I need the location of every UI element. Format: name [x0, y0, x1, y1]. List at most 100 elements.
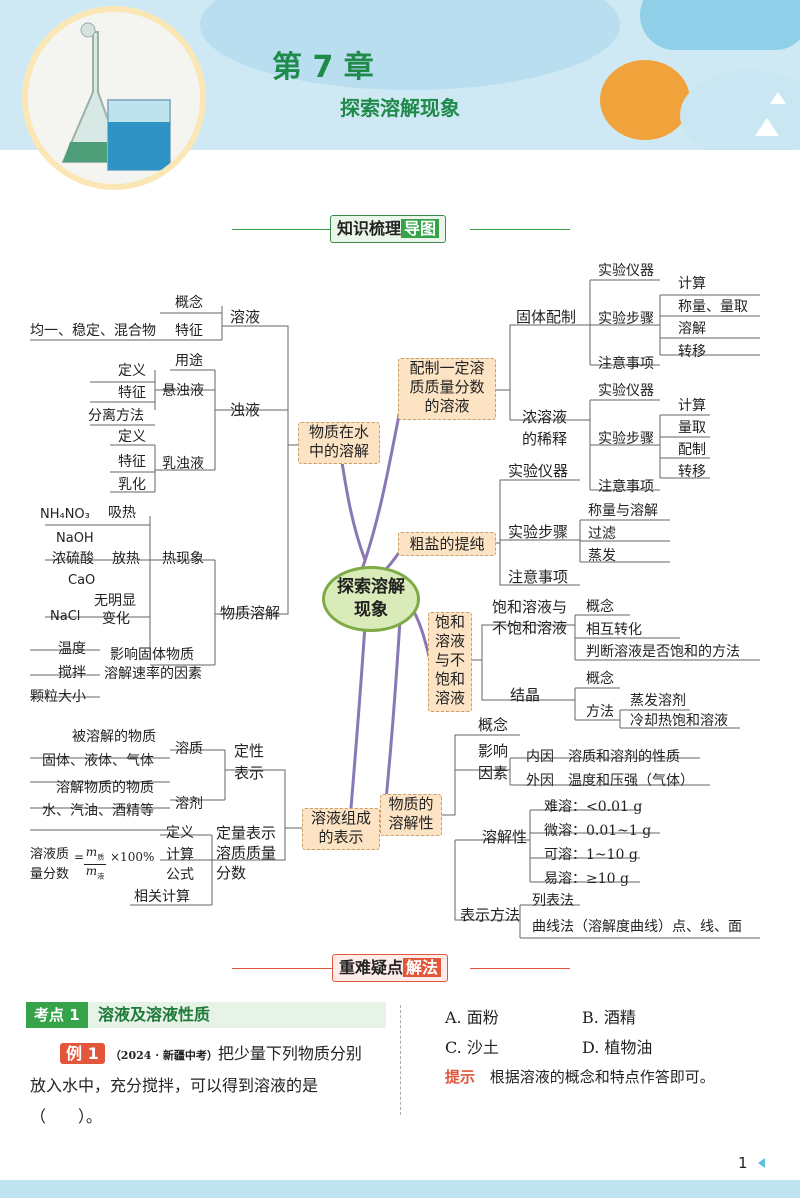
hub-saturated: 饱和 溶液 与不 饱和 溶液: [428, 612, 472, 712]
hub-composition: 溶液组成 的表示: [302, 808, 380, 850]
hub-dissolve-in-water: 物质在水 中的溶解: [298, 422, 380, 464]
node-quant-2: 溶质质量: [216, 844, 277, 862]
node-heat: 热现象: [162, 551, 204, 567]
section2-title-highlight: 解法: [403, 958, 442, 977]
kaodian-bar: 考点 1 溶液及溶液性质: [26, 1002, 386, 1028]
hub-line-4: 饱和: [434, 670, 465, 688]
mid-step-1: 称量与溶解: [588, 503, 658, 519]
node-express: 表示方法: [460, 906, 521, 924]
express-item-2: 曲线法（溶解度曲线）点、线、面: [532, 919, 742, 935]
page-number: 1: [738, 1154, 748, 1172]
solvent-desc-2: 水、汽油、酒精等: [42, 803, 154, 819]
option-b[interactable]: B. 酒精: [582, 1008, 636, 1027]
formula-num: m: [85, 845, 98, 859]
section-title-highlight: 导图: [401, 219, 440, 238]
step-dilute-2: 量取: [678, 420, 706, 436]
node-inner: 内因: [526, 749, 554, 765]
sol-item-2: 微溶：0.01~1 g: [544, 823, 652, 839]
mid-step-2: 过滤: [588, 526, 616, 542]
hub-line-1: 溶液组成: [310, 809, 371, 827]
dotted-divider: [400, 1005, 401, 1115]
sol-item-4: 易溶：≥10 g: [544, 871, 629, 887]
footer-bar: [0, 1180, 800, 1198]
node-emulsion: 乳浊液: [162, 456, 204, 472]
header-banner: [0, 0, 800, 150]
node-outer: 外因: [526, 773, 554, 789]
node-notes: 注意事项: [598, 356, 654, 372]
express-item-1: 列表法: [532, 893, 574, 909]
header-blob-4: [680, 70, 800, 150]
node-solubility: 溶解性: [482, 828, 528, 846]
method-item-2: 冷却热饱和溶液: [630, 713, 728, 729]
solute-desc-1: 被溶解的物质: [72, 729, 156, 745]
node-instr2: 实验仪器: [598, 383, 654, 399]
step-solid-2: 称量、量取: [678, 299, 748, 315]
option-a[interactable]: A. 面粉: [445, 1008, 499, 1027]
node-turbid: 浊液: [230, 401, 261, 419]
formula-expression: = m质 m液 ×100%: [74, 846, 154, 881]
section-divider-right: [470, 229, 570, 230]
node-mid-steps: 实验步骤: [508, 523, 569, 541]
node-steps: 实验步骤: [598, 311, 654, 327]
flask-illustration: [28, 12, 200, 184]
rate-1: 影响固体物质: [110, 647, 194, 663]
option-d[interactable]: D. 植物油: [582, 1038, 653, 1057]
node-formula-1: 计算: [166, 847, 194, 863]
header-blob-2: [600, 60, 690, 140]
chapter-title: 第 7 章: [272, 50, 374, 85]
page-arrow-icon: [758, 1158, 765, 1168]
node-calc: 相关计算: [134, 889, 190, 905]
method-item-1: 蒸发溶剂: [630, 693, 686, 709]
node-def: 定义: [166, 825, 194, 841]
chem-nh4no3: NH₄NO₃: [40, 507, 90, 522]
node-qual-2: 表示: [234, 764, 265, 782]
step-solid-4: 转移: [678, 344, 706, 360]
header-triangle: [755, 118, 779, 136]
sol-item-3: 可溶：1~10 g: [544, 847, 638, 863]
node-sat-2: 不饱和溶液: [492, 619, 568, 637]
chem-nacl: NaCl: [50, 609, 81, 624]
hint-label: 提示: [445, 1068, 476, 1086]
step-dilute-1: 计算: [678, 398, 706, 414]
solvent-desc-1: 溶解物质的物质: [56, 780, 154, 796]
hub-solubility: 物质的 溶解性: [380, 794, 442, 836]
node-release: 放热: [112, 551, 140, 567]
node-dissolve: 物质溶解: [220, 604, 281, 622]
node-steps2: 实验步骤: [598, 431, 654, 447]
node-no-change-1: 无明显: [94, 593, 136, 609]
step-solid-1: 计算: [678, 276, 706, 292]
node-instr: 实验仪器: [598, 263, 654, 279]
example-line-3: （ ）。: [30, 1107, 103, 1126]
hub-line-1: 饱和: [434, 613, 465, 631]
hub-line-1: 物质在水: [308, 423, 369, 441]
option-c[interactable]: C. 沙土: [445, 1038, 499, 1057]
node-sat-1: 饱和溶液与: [492, 598, 568, 616]
node-qual-1: 定性: [234, 742, 265, 760]
node-mid-instr: 实验仪器: [508, 462, 569, 480]
formula-num-sub: 质: [97, 853, 105, 862]
node-no-change-2: 变化: [102, 611, 130, 627]
emul-item-1: 定义: [118, 429, 146, 445]
node-factor-1: 影响: [478, 742, 509, 760]
node-quant-3: 分数: [216, 864, 247, 882]
hub-line-3: 的溶液: [424, 397, 470, 415]
susp-item-3: 分离方法: [88, 408, 144, 424]
chem-cao: CaO: [68, 573, 96, 588]
sat-item-1: 概念: [586, 599, 614, 615]
hub-line-1: 粗盐的提纯: [409, 535, 485, 553]
node-quant-1: 定量表示: [216, 824, 277, 842]
node-method: 方法: [586, 704, 614, 720]
node-rb-concept: 概念: [478, 716, 509, 734]
formula-den: m: [85, 864, 98, 879]
mindmap-lines: [30, 279, 760, 939]
susp-item-1: 定义: [118, 363, 146, 379]
emul-item-2: 特征: [118, 454, 146, 470]
node-cryst: 结晶: [510, 686, 541, 704]
node-factor-2: 因素: [478, 764, 509, 782]
example-source: （2024 · 新疆中考）: [109, 1049, 218, 1062]
hub-line-2: 溶解性: [388, 814, 434, 832]
mid-step-3: 蒸发: [588, 548, 616, 564]
susp-item-2: 特征: [118, 385, 146, 401]
step-solid-3: 溶解: [678, 321, 706, 337]
chem-naoh: NaOH: [56, 531, 94, 546]
